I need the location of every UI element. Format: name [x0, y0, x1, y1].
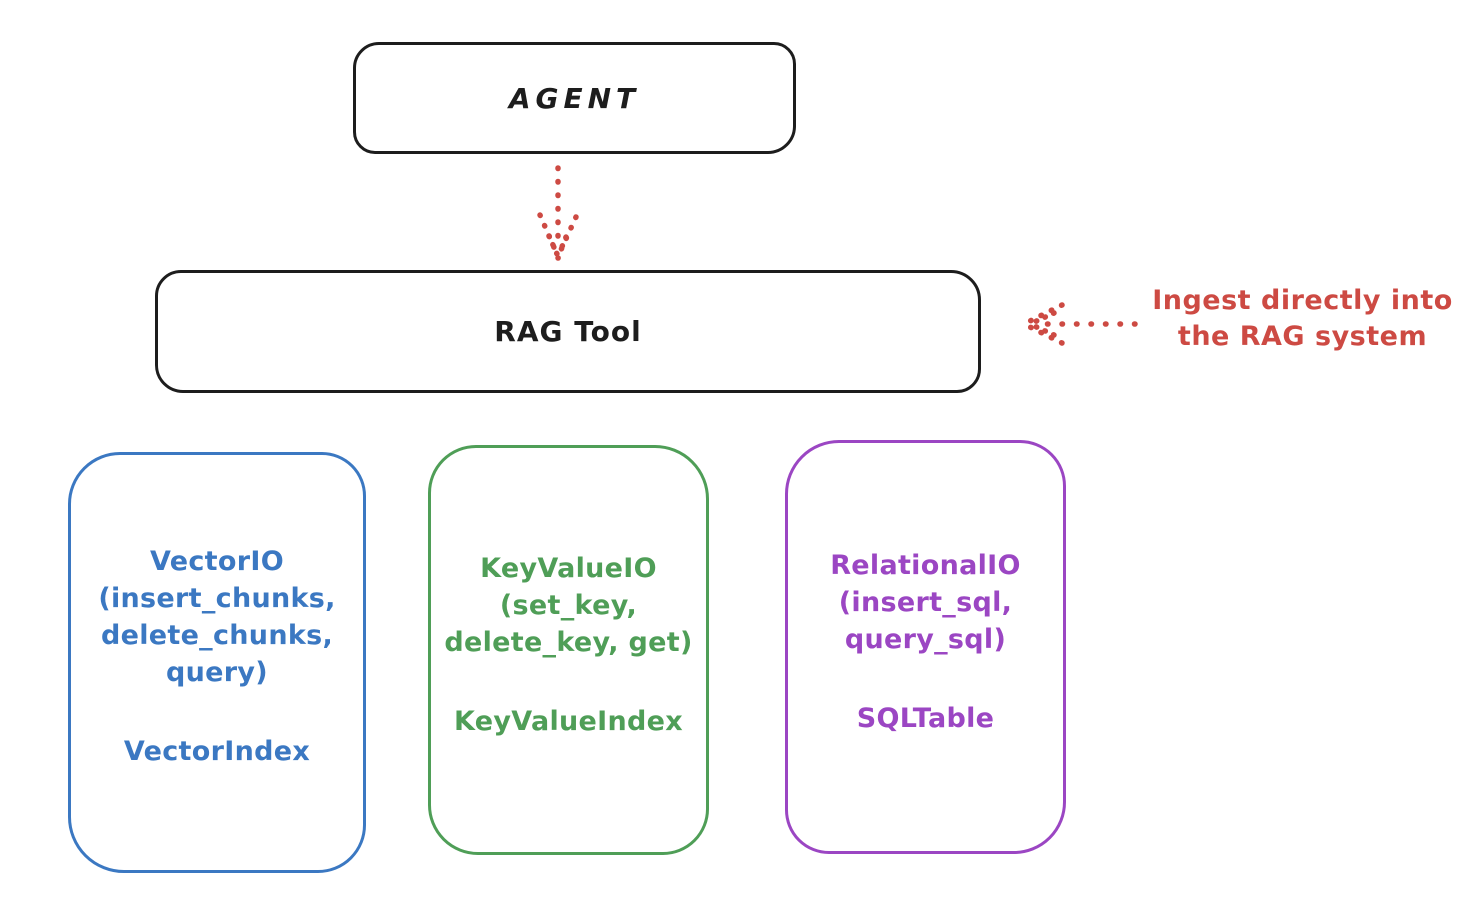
vector-io-methods-line: (insert_chunks, — [98, 583, 336, 614]
agent-node: AGENT — [353, 42, 796, 154]
sql-table-label: SQLTable — [856, 703, 995, 734]
relational-io-methods-line: query_sql) — [844, 624, 1007, 655]
vector-io-title: VectorIO — [150, 546, 284, 577]
ingest-annotation-line1: Ingest directly into — [1152, 285, 1453, 316]
vector-io-methods-line: query) — [166, 657, 268, 688]
keyvalue-io-node: KeyValueIO (set_key, delete_key, get) Ke… — [428, 445, 709, 855]
rag-tool-node-label: RAG Tool — [494, 315, 642, 348]
keyvalue-io-methods-line: (set_key, — [499, 590, 638, 621]
vector-index-label: VectorIndex — [123, 736, 311, 767]
ingest-annotation: Ingest directly into the RAG system — [1130, 283, 1475, 355]
agent-node-label: AGENT — [508, 81, 641, 115]
relational-io-methods-line: (insert_sql, — [838, 587, 1013, 618]
keyvalue-index-label: KeyValueIndex — [453, 706, 683, 737]
ingest-annotation-line2: the RAG system — [1177, 321, 1428, 352]
ingest-arrow-icon — [1021, 302, 1138, 346]
keyvalue-io-title: KeyValueIO — [480, 553, 657, 584]
vector-io-node: VectorIO (insert_chunks, delete_chunks, … — [68, 452, 366, 873]
relational-io-node: RelationalIO (insert_sql, query_sql) SQL… — [785, 440, 1066, 854]
agent-to-rag-tool-arrow-icon — [537, 165, 579, 261]
keyvalue-io-methods-line: delete_key, get) — [444, 627, 693, 658]
vector-io-methods-line: delete_chunks, — [100, 620, 334, 651]
rag-tool-node: RAG Tool — [155, 270, 981, 393]
relational-io-title: RelationalIO — [830, 550, 1021, 581]
